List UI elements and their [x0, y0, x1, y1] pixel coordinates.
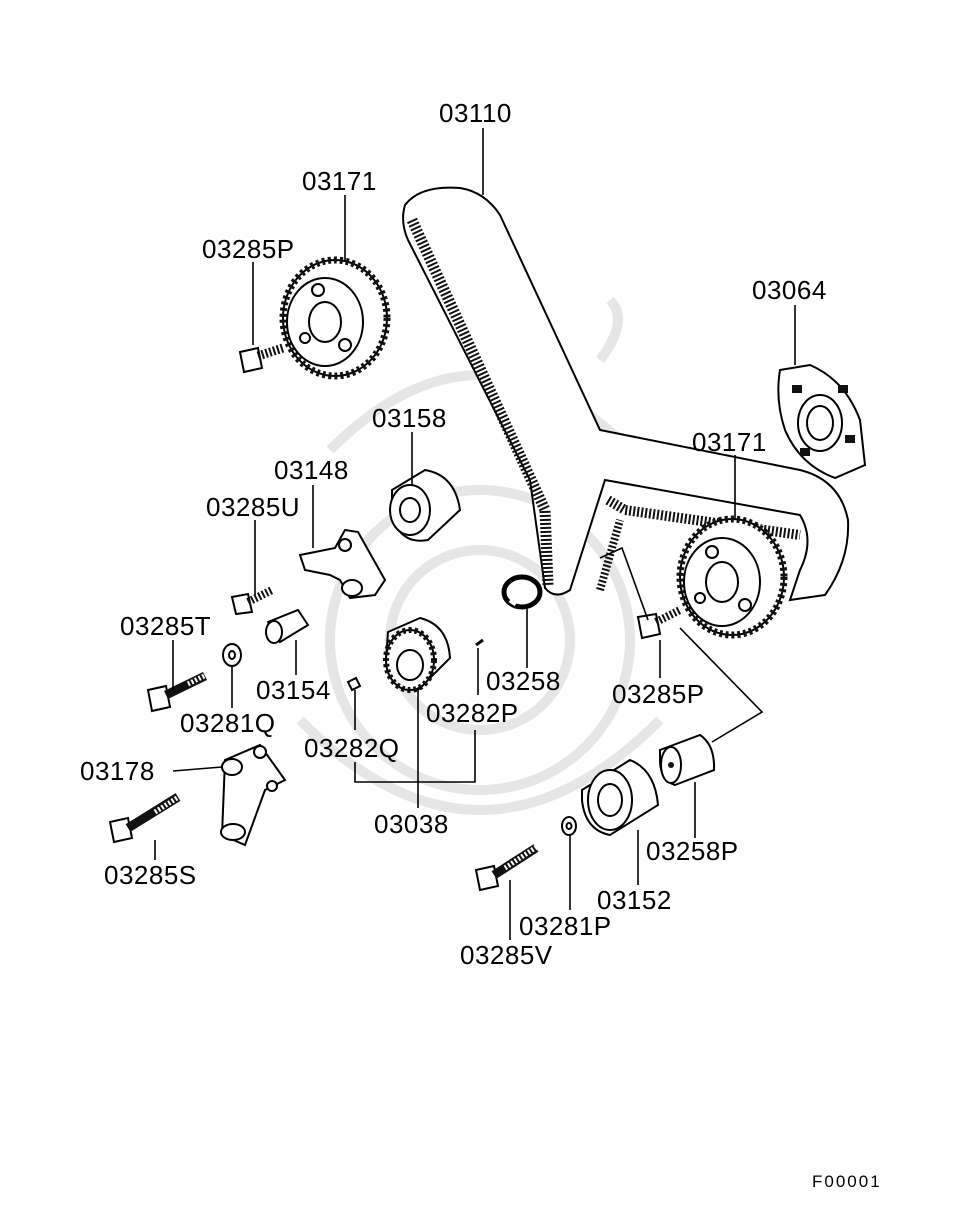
bolt-right-sprocket	[636, 606, 682, 640]
bolt-s	[108, 793, 182, 844]
tensioner-pulley	[581, 758, 660, 837]
cover-plate	[777, 363, 867, 480]
label-03038: 03038	[374, 809, 449, 839]
key-q	[346, 676, 362, 692]
bolt-t	[146, 671, 210, 713]
washer-q	[222, 643, 242, 667]
label-03064: 03064	[752, 275, 827, 305]
label-03285S: 03285S	[104, 860, 197, 890]
figure-code: F00001	[812, 1172, 882, 1191]
bushing	[265, 608, 310, 644]
upper-idler-pulley	[389, 468, 462, 542]
right-cam-sprocket	[676, 515, 788, 639]
label-03178: 03178	[80, 756, 155, 786]
upper-cam-sprocket	[279, 256, 391, 380]
leader-lines	[154, 128, 796, 940]
snap-ring	[501, 574, 543, 610]
label-03281P: 03281P	[519, 911, 612, 941]
bolt-bracket	[230, 586, 274, 616]
tensioner-bracket	[298, 528, 387, 600]
label-03258: 03258	[486, 666, 561, 696]
washer-p	[561, 816, 577, 836]
key-p	[475, 638, 484, 647]
label-03158: 03158	[372, 403, 447, 433]
label-03171-right: 03171	[692, 427, 767, 457]
label-03110: 03110	[439, 98, 512, 128]
bolt-v	[474, 843, 540, 892]
label-03171-upper: 03171	[302, 166, 377, 196]
label-03285P-upper: 03285P	[202, 234, 295, 264]
label-03258P: 03258P	[646, 836, 739, 866]
label-03282Q: 03282Q	[304, 733, 400, 763]
label-03285U: 03285U	[206, 492, 301, 522]
label-03152: 03152	[597, 885, 672, 915]
label-03282P: 03282P	[426, 698, 519, 728]
label-03285T: 03285T	[120, 611, 212, 641]
spacer	[659, 733, 716, 787]
label-03154: 03154	[256, 675, 331, 705]
crank-sprocket	[383, 616, 452, 693]
label-03281Q: 03281Q	[180, 708, 276, 738]
label-03148: 03148	[274, 455, 349, 485]
tensioner-arm	[220, 743, 287, 847]
label-03285V: 03285V	[460, 940, 553, 970]
bolt-upper-sprocket	[238, 343, 285, 374]
label-03285P-right: 03285P	[612, 679, 705, 709]
